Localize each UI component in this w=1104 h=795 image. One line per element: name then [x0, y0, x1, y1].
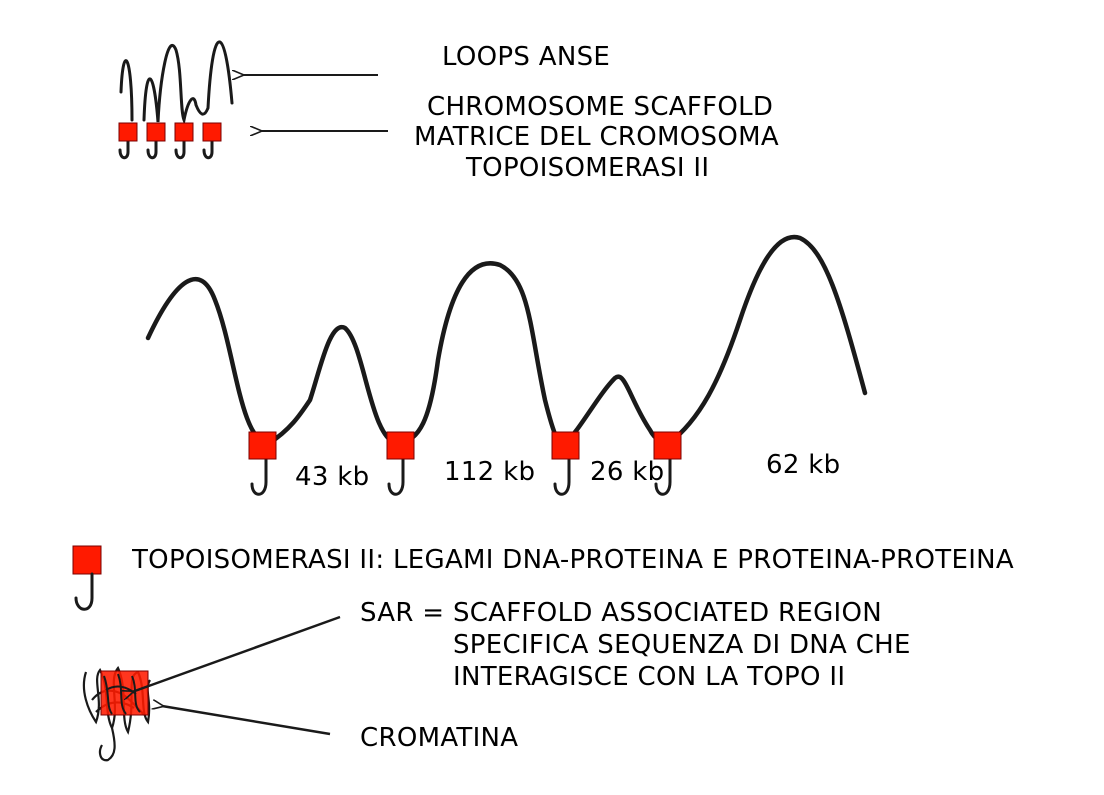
- legend-topo-square: [72, 545, 102, 575]
- loop-size-label: 112 kb: [444, 457, 536, 487]
- large-hook: [654, 456, 672, 496]
- small-hook: [202, 138, 214, 160]
- scaffold-label-line-3: TOPOISOMERASI II: [466, 153, 710, 183]
- topo-square: [248, 431, 277, 460]
- small-hook: [174, 138, 186, 160]
- small-topo-square: [202, 122, 222, 142]
- sar-definition-line-2: SPECIFICA SEQUENZA DI DNA CHE: [453, 630, 911, 660]
- large-hook: [250, 456, 268, 496]
- topo-square: [386, 431, 415, 460]
- small-topo-square: [118, 122, 138, 142]
- scaffold-label-line-2: MATRICE DEL CROMOSOMA: [414, 122, 779, 152]
- chromatin-arrow: [162, 706, 331, 736]
- scaffold-label-line-1: CHROMOSOME SCAFFOLD: [427, 92, 774, 122]
- loop-size-label: 26 kb: [590, 457, 665, 487]
- sar-definition-line-1: SAR = SCAFFOLD ASSOCIATED REGION: [360, 598, 883, 628]
- loop-size-label: 62 kb: [766, 450, 841, 480]
- small-loops-schematic: [118, 40, 234, 160]
- small-topo-square: [174, 122, 194, 142]
- topo-square: [653, 431, 682, 460]
- small-hook: [118, 138, 130, 160]
- loop-size-label: 43 kb: [295, 462, 370, 492]
- sar-definition-line-3: INTERAGISCE CON LA TOPO II: [453, 662, 846, 692]
- dna-loop-strand: [145, 234, 868, 449]
- large-hook: [387, 456, 405, 496]
- chromatin-fibers: [82, 665, 151, 762]
- small-topo-square: [146, 122, 166, 142]
- legend-text: TOPOISOMERASI II: LEGAMI DNA-PROTEINA E …: [132, 545, 1014, 575]
- large-hook: [553, 456, 571, 496]
- topo-square: [551, 431, 580, 460]
- small-loop-strand: [119, 40, 234, 126]
- large-scaffold-proteins: [248, 431, 682, 460]
- legend-hook: [74, 572, 94, 611]
- chromatin-cluster: [82, 665, 151, 762]
- small-scaffold-proteins: [118, 122, 222, 142]
- chromatin-label: CROMATINA: [360, 723, 519, 753]
- sar-arrow: [132, 615, 341, 692]
- large-hooks: [250, 456, 672, 496]
- loops-label: LOOPS ANSE: [442, 42, 611, 72]
- small-hook: [146, 138, 158, 160]
